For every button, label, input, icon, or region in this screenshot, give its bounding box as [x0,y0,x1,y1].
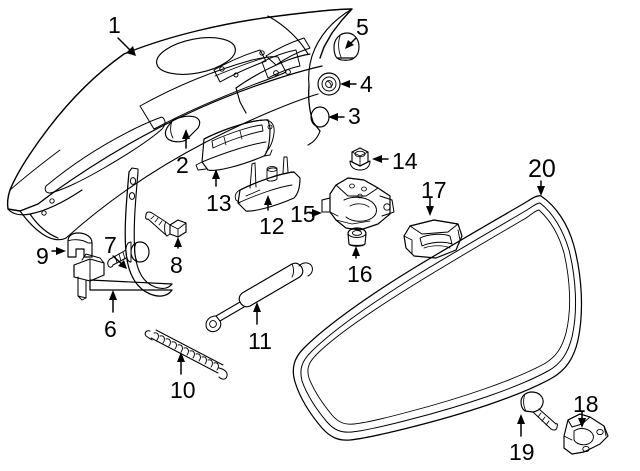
callout-label-2[interactable]: 2 [176,152,189,178]
callout-label-17[interactable]: 17 [421,177,447,203]
part-trunk-latch-assembly[interactable] [321,177,395,231]
part-grommet-ring[interactable] [310,106,330,128]
callout-label-20[interactable]: 20 [528,155,556,183]
callout-label-15[interactable]: 15 [290,201,316,227]
callout-label-4[interactable]: 4 [360,71,373,97]
callout-leaders [51,37,586,437]
part-trunk-lid-panel[interactable] [6,8,353,241]
callout-label-10[interactable]: 10 [170,377,196,403]
part-gas-strut[interactable] [205,262,313,333]
callout-label-19[interactable]: 19 [509,439,535,465]
part-bumper-stop-dome[interactable] [333,32,360,61]
callout-label-18[interactable]: 18 [573,391,599,417]
callout-label-16[interactable]: 16 [347,261,373,287]
part-flange-nut[interactable] [349,147,371,171]
callout-label-6[interactable]: 6 [104,316,117,342]
callout-label-11[interactable]: 11 [248,328,272,354]
callout-label-8[interactable]: 8 [170,252,183,278]
callout-label-14[interactable]: 14 [392,148,418,174]
part-hinge-cap[interactable] [67,232,93,258]
part-flange-bolt[interactable] [145,211,187,238]
part-torsion-spring[interactable] [144,329,228,380]
part-weatherstrip-seal[interactable] [292,195,583,441]
callout-label-13[interactable]: 13 [206,190,232,216]
part-license-lamp-housing[interactable] [234,156,301,212]
part-hinge-arm[interactable] [73,167,173,301]
callout-label-5[interactable]: 5 [356,14,369,40]
part-license-lamp-assembly[interactable] [195,119,275,171]
part-bumper-stop-washer[interactable] [317,72,341,96]
callout-label-1[interactable]: 1 [108,12,121,38]
callout-label-7[interactable]: 7 [104,232,117,258]
callout-label-12[interactable]: 12 [259,213,285,239]
part-latch-nut[interactable] [347,227,367,247]
callout-label-3[interactable]: 3 [348,103,361,129]
callout-label-9[interactable]: 9 [36,243,49,269]
part-latch-cover[interactable] [403,219,463,259]
part-striker-bolt[interactable] [520,391,558,431]
part-striker-bracket[interactable] [563,413,609,455]
